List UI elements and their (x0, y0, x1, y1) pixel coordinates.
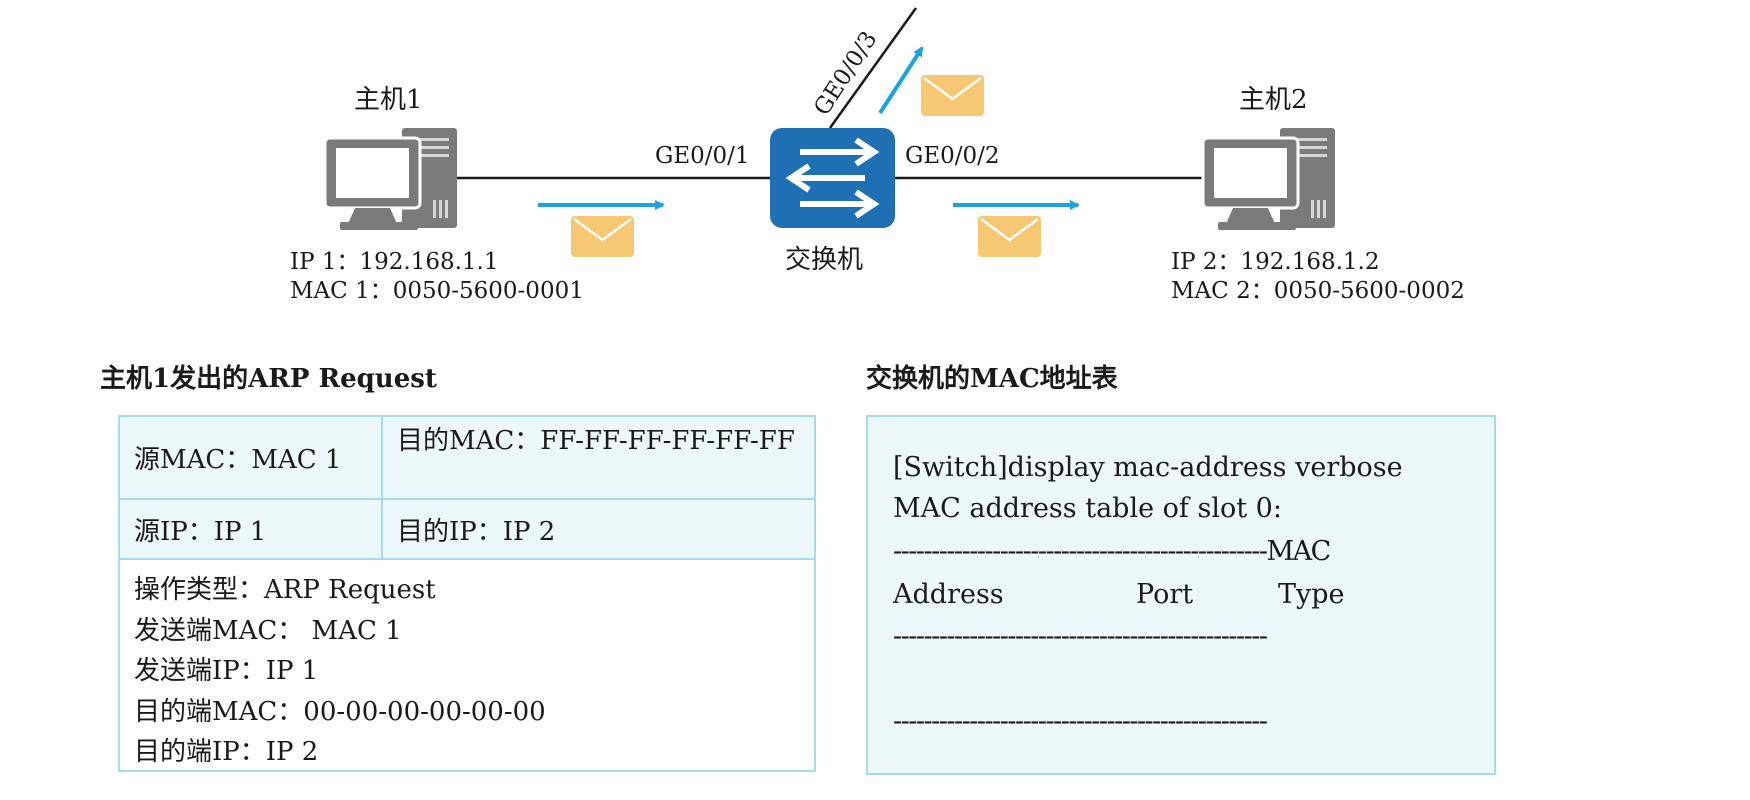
mac-table-title: 交换机的MAC地址表 (866, 364, 1118, 394)
network-topology: 主机1 主机2 交换机 GE0/0/1 GE0/0/2 GE0/0/3 (323, 7, 1335, 275)
host1-ip: IP 1：192.168.1.1 (290, 249, 499, 275)
sender-ip-line: 发送端IP：IP 1 (134, 656, 319, 686)
target-ip-line: 目的端IP：IP 2 (134, 737, 319, 767)
switch-name: 交换机 (785, 245, 863, 275)
target-mac-line: 目的端MAC：00-00-00-00-00-00 (134, 696, 546, 727)
host1-info: IP 1：192.168.1.1 MAC 1：0050-5600-0001 (290, 248, 584, 306)
dash-line-2: ----------------------------------------… (893, 706, 1268, 737)
src-ip-cell: 源IP：IP 1 (120, 498, 383, 558)
dst-mac-cell: 目的MAC：FF-FF-FF-FF-FF-FF (383, 417, 814, 498)
envelope-icon (978, 216, 1041, 257)
arrow-to-ge003 (878, 46, 924, 115)
host1-computer-icon (323, 128, 457, 230)
col-port: Port (1136, 579, 1194, 610)
host2-ip: IP 2：192.168.1.2 (1171, 249, 1380, 275)
col-type: Type (1278, 579, 1345, 610)
host2-mac: MAC 2：0050-5600-0002 (1171, 278, 1465, 304)
host2-info: IP 2：192.168.1.2 MAC 2：0050-5600-0002 (1171, 248, 1465, 306)
mac-address-table: [Switch]display mac-address verbose MAC … (866, 415, 1496, 775)
command-line: [Switch]display mac-address verbose (893, 452, 1403, 483)
host1-name: 主机1 (354, 85, 423, 115)
envelope-icon (921, 75, 984, 116)
envelope-icon (571, 216, 634, 257)
host2-computer-icon (1201, 128, 1335, 230)
switch-icon (770, 128, 895, 228)
col-address: Address (893, 579, 1004, 610)
arp-request-table: 源MAC：MAC 1 目的MAC：FF-FF-FF-FF-FF-FF 源IP：I… (118, 415, 816, 772)
dash-line-1: ----------------------------------------… (893, 621, 1268, 652)
arp-request-title: 主机1发出的ARP Request (100, 364, 437, 394)
host2-name: 主机2 (1239, 85, 1308, 115)
dst-ip-cell: 目的IP：IP 2 (383, 498, 814, 558)
op-type-line: 操作类型：ARP Request (134, 575, 436, 605)
arp-payload: 操作类型：ARP Request 发送端MAC： MAC 1 发送端IP：IP … (120, 558, 814, 770)
host1-mac: MAC 1：0050-5600-0001 (290, 278, 584, 304)
port-label-ge001: GE0/0/1 (655, 143, 750, 169)
slot-line: MAC address table of slot 0: (893, 493, 1282, 524)
dash-mac-line: ----------------------------------------… (893, 536, 1331, 567)
src-mac-cell: 源MAC：MAC 1 (120, 417, 383, 498)
link-switch-ge003 (828, 7, 918, 129)
sender-mac-line: 发送端MAC： MAC 1 (134, 615, 402, 646)
port-label-ge002: GE0/0/2 (905, 143, 1000, 169)
